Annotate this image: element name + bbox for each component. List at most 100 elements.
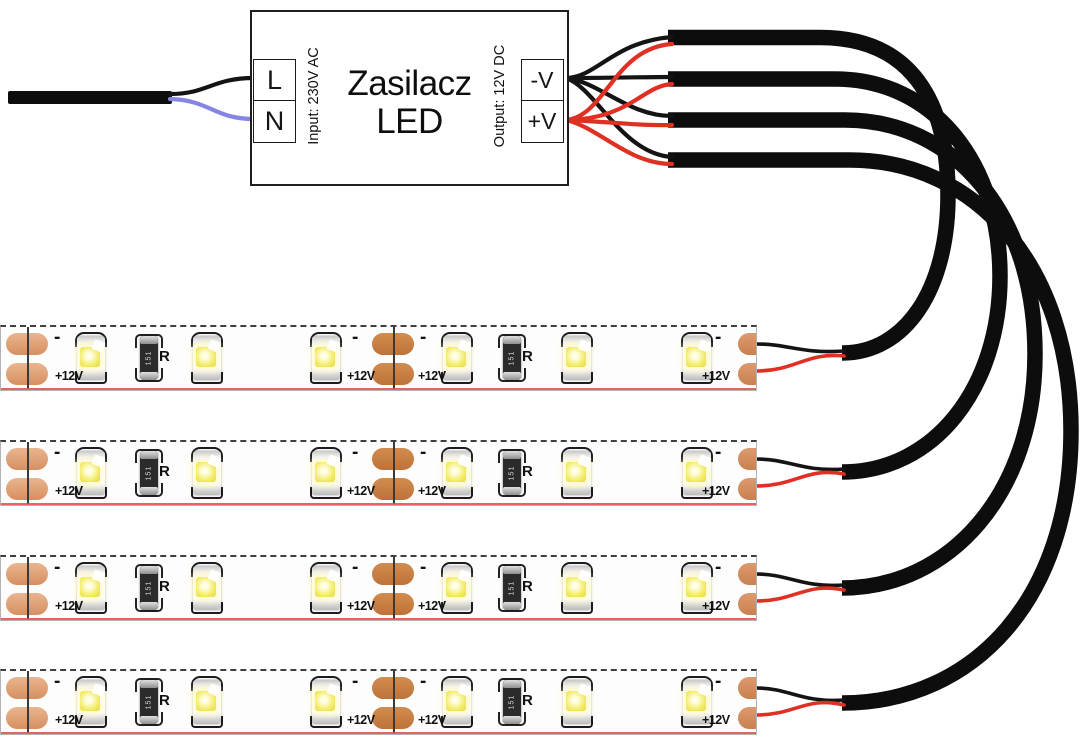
led-module bbox=[188, 562, 226, 614]
led-outline-bottom bbox=[441, 716, 473, 728]
led-outline-bottom bbox=[561, 716, 593, 728]
minus-polarity-label: - bbox=[715, 557, 722, 578]
led-outline-bottom bbox=[561, 372, 593, 384]
minus-fan-wire-2 bbox=[563, 74, 675, 81]
resistor-outline-top bbox=[498, 564, 526, 578]
led-chip bbox=[315, 462, 335, 482]
led-outline-bottom bbox=[441, 372, 473, 384]
led-chip bbox=[196, 462, 216, 482]
minus-polarity-label: - bbox=[352, 557, 359, 578]
minus-polarity-label: - bbox=[715, 442, 722, 463]
led-outline-bottom bbox=[191, 602, 223, 614]
led-outline-bottom bbox=[191, 716, 223, 728]
led-module bbox=[307, 562, 345, 614]
plus-12v-label: +12V bbox=[55, 713, 83, 727]
minus-polarity-label: - bbox=[352, 327, 359, 348]
plus-12v-label: +12V bbox=[347, 713, 375, 727]
led-outline-bottom bbox=[441, 602, 473, 614]
led-module bbox=[72, 447, 110, 499]
terminal-minus-v: -V bbox=[520, 59, 564, 102]
led-outline-top bbox=[441, 676, 473, 691]
resistor-code-label: 151 bbox=[145, 694, 153, 710]
plus-fan-wire-4 bbox=[563, 117, 675, 167]
resistor-code-label: 151 bbox=[508, 350, 516, 366]
led-chip bbox=[315, 347, 335, 367]
led-module bbox=[678, 676, 716, 728]
minus-polarity-label: - bbox=[54, 327, 61, 348]
resistor-body: 151 bbox=[503, 336, 521, 380]
led-module bbox=[307, 676, 345, 728]
plus-12v-label: +12V bbox=[418, 484, 446, 498]
output-cable-4 bbox=[668, 152, 1079, 711]
led-outline-top bbox=[191, 562, 223, 577]
led-module bbox=[188, 447, 226, 499]
plus-12v-label: +12V bbox=[347, 599, 375, 613]
led-chip bbox=[566, 462, 586, 482]
psu-title-line2: LED bbox=[376, 102, 443, 141]
plus-12v-label: +12V bbox=[702, 713, 730, 727]
led-chip bbox=[80, 577, 100, 597]
plus-fan-wire-3 bbox=[563, 117, 675, 128]
led-module bbox=[558, 676, 596, 728]
led-outline-bottom bbox=[75, 602, 107, 614]
psu-input-label: Input: 230V AC bbox=[306, 47, 322, 145]
strip2-red-lead bbox=[754, 470, 846, 488]
terminal-live: L bbox=[253, 59, 296, 102]
led-chip bbox=[566, 577, 586, 597]
minus-polarity-label: - bbox=[420, 327, 427, 348]
resistor-outline-top bbox=[135, 449, 163, 463]
led-module bbox=[72, 562, 110, 614]
terminal-plus-v: +V bbox=[520, 99, 564, 143]
resistor-outline-bottom bbox=[135, 368, 163, 382]
cut-line bbox=[27, 671, 29, 733]
led-outline-bottom bbox=[191, 487, 223, 499]
led-outline-top bbox=[75, 332, 107, 347]
led-chip bbox=[566, 691, 586, 711]
led-chip bbox=[566, 347, 586, 367]
minus-polarity-label: - bbox=[352, 442, 359, 463]
resistor-body: 151 bbox=[503, 680, 521, 724]
led-chip bbox=[446, 577, 466, 597]
led-outline-bottom bbox=[75, 487, 107, 499]
led-outline-top bbox=[681, 676, 713, 691]
led-outline-bottom bbox=[681, 372, 713, 384]
led-outline-bottom bbox=[191, 372, 223, 384]
led-outline-bottom bbox=[75, 716, 107, 728]
plus-12v-label: +12V bbox=[418, 599, 446, 613]
plus-fan-wire-2 bbox=[563, 81, 675, 123]
plus-12v-label: +12V bbox=[418, 369, 446, 383]
resistor-r-label: R bbox=[159, 348, 170, 365]
led-outline-top bbox=[75, 676, 107, 691]
strip3-red-lead bbox=[754, 586, 846, 603]
led-outline-bottom bbox=[310, 716, 342, 728]
plus-12v-label: +12V bbox=[702, 369, 730, 383]
strip3-black-lead bbox=[754, 572, 846, 588]
cut-line bbox=[27, 442, 29, 504]
cut-line bbox=[27, 327, 29, 389]
led-outline-bottom bbox=[681, 716, 713, 728]
resistor-outline-top bbox=[135, 564, 163, 578]
cut-line bbox=[393, 671, 395, 733]
resistor-outline-bottom bbox=[135, 712, 163, 726]
strip2-black-lead bbox=[754, 457, 846, 472]
led-outline-bottom bbox=[310, 372, 342, 384]
psu-title: Zasilacz LED bbox=[252, 65, 567, 141]
resistor-code-label: 151 bbox=[508, 694, 516, 710]
led-outline-top bbox=[561, 332, 593, 347]
led-chip bbox=[315, 577, 335, 597]
resistor-body: 151 bbox=[140, 680, 158, 724]
led-module bbox=[438, 676, 476, 728]
led-module bbox=[188, 332, 226, 384]
resistor-outline-bottom bbox=[498, 368, 526, 382]
resistor-code-label: 151 bbox=[145, 350, 153, 366]
led-chip bbox=[196, 577, 216, 597]
resistor-body: 151 bbox=[140, 566, 158, 610]
plus-12v-label: +12V bbox=[418, 713, 446, 727]
led-outline-top bbox=[75, 447, 107, 462]
